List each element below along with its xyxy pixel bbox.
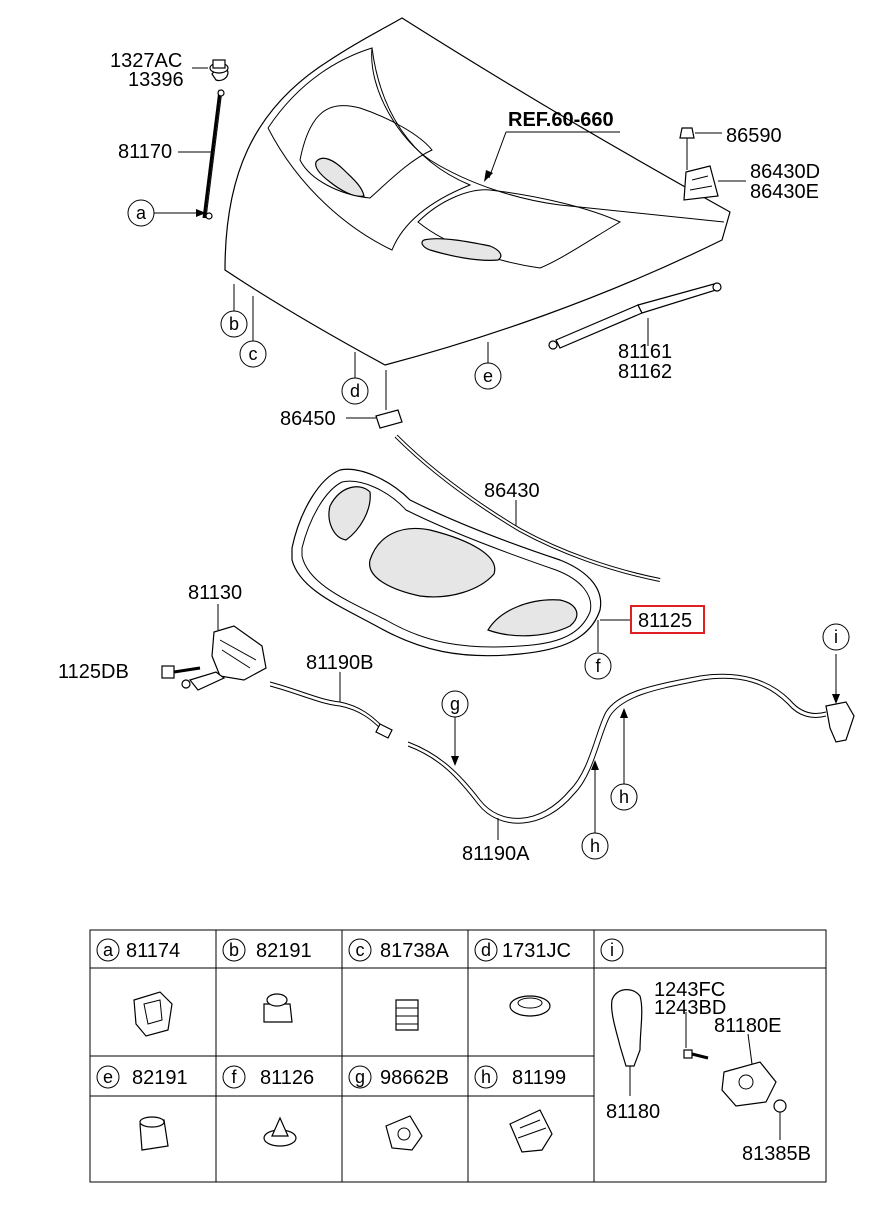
part-icon-81385b: [773, 1099, 787, 1140]
label-86450: 86450: [280, 408, 336, 430]
callout-b: b: [220, 284, 248, 338]
svg-text:c: c: [356, 940, 365, 960]
i-part-1243bd: 1243BD: [654, 997, 726, 1019]
callout-i: i: [822, 623, 850, 651]
bolt-1125db: [161, 665, 201, 679]
svg-text:a: a: [136, 203, 147, 223]
bracket-86430d: [683, 165, 746, 201]
svg-text:f: f: [231, 1067, 237, 1087]
svg-text:82191: 82191: [132, 1067, 188, 1089]
label-1327ac: 1327AC: [110, 50, 182, 72]
parts-table: a 81174 b 82191 c 81738A d 1731JC i e 82…: [89, 929, 827, 1183]
callout-a: a: [127, 199, 206, 227]
svg-text:i: i: [834, 627, 838, 647]
svg-text:h: h: [619, 787, 629, 807]
part-icon-81174: [133, 991, 173, 1037]
part-icon-82191-e: [139, 1116, 169, 1151]
svg-text:81126: 81126: [260, 1067, 314, 1089]
label-81190b: 81190B: [306, 652, 373, 674]
i-part-81180e: 81180E: [714, 1015, 781, 1037]
svg-text:81174: 81174: [126, 940, 180, 962]
label-81190a: 81190A: [462, 843, 530, 865]
table-cell-b: b 82191: [222, 938, 312, 962]
svg-text:g: g: [355, 1067, 365, 1087]
release-lever: [825, 654, 855, 743]
callout-g: g: [441, 690, 469, 766]
label-1125db: 1125DB: [58, 661, 129, 683]
label-81125: 81125: [638, 610, 692, 632]
svg-text:e: e: [103, 1067, 113, 1087]
i-part-81180: 81180: [606, 1101, 660, 1123]
hood-stay-rod: [202, 67, 229, 220]
svg-text:a: a: [103, 940, 114, 960]
hood-panel: [224, 17, 731, 366]
callout-d: d: [341, 352, 369, 405]
label-81130: 81130: [188, 582, 242, 604]
hood-latch: [181, 604, 267, 691]
grommet-1327ac: [209, 59, 229, 74]
svg-text:1731JC: 1731JC: [502, 940, 571, 962]
label-86430: 86430: [484, 480, 540, 502]
label-81162: 81162: [618, 361, 672, 383]
svg-text:i: i: [610, 940, 614, 960]
label-81161: 81161: [618, 341, 672, 363]
table-cell-a: a 81174: [96, 938, 180, 962]
svg-text:h: h: [590, 836, 600, 856]
part-icon-98662b: [385, 1115, 423, 1151]
bumper-86450: [346, 370, 403, 429]
svg-text:g: g: [450, 694, 460, 714]
label-86590: 86590: [726, 125, 782, 147]
table-cell-f: f 81126: [222, 1065, 314, 1089]
label-13396: 13396: [128, 69, 184, 91]
svg-text:c: c: [249, 344, 258, 364]
table-cell-h: h 81199: [474, 1065, 566, 1089]
label-86430d: 86430D: [750, 161, 820, 183]
svg-text:e: e: [483, 366, 493, 386]
callout-c: c: [239, 296, 267, 368]
label-ref: REF.60-660: [508, 109, 614, 131]
callout-h-lower: h: [581, 760, 609, 860]
part-icon-1243fc: [683, 1012, 709, 1060]
i-part-81385b: 81385B: [742, 1143, 811, 1165]
part-icon-81126: [263, 1116, 297, 1147]
svg-text:h: h: [481, 1067, 491, 1087]
cable-81190b: [269, 672, 393, 739]
part-icon-81738a: [395, 999, 419, 1031]
label-81170: 81170: [118, 141, 172, 163]
part-icon-1731jc: [509, 995, 551, 1017]
gas-lifter: [548, 282, 722, 350]
svg-text:82191: 82191: [256, 940, 312, 962]
part-icon-81180e: [721, 1033, 777, 1107]
cable-81190a: [407, 673, 827, 840]
svg-text:98662B: 98662B: [380, 1067, 449, 1089]
part-icon-81180: [611, 989, 643, 1096]
table-cell-e: e 82191: [96, 1065, 188, 1089]
callout-h-upper: h: [610, 708, 638, 811]
svg-text:81199: 81199: [512, 1067, 566, 1089]
hood-bumper-86590: [679, 127, 722, 170]
insulator-pad: [291, 468, 632, 657]
svg-text:81738A: 81738A: [380, 940, 450, 962]
callout-f: f: [584, 652, 612, 680]
part-icon-82191-b: [263, 993, 293, 1023]
label-86430e: 86430E: [750, 181, 819, 203]
callout-e: e: [474, 342, 502, 390]
table-cell-c: c 81738A: [348, 938, 450, 962]
highlight-box: [630, 605, 705, 634]
table-cell-d: d 1731JC: [474, 938, 571, 962]
i-part-1243fc: 1243FC: [654, 979, 725, 1001]
part-icon-81199: [509, 1109, 553, 1153]
svg-text:b: b: [229, 314, 239, 334]
svg-text:b: b: [229, 940, 239, 960]
svg-text:d: d: [481, 940, 491, 960]
weatherstrip-86430: [394, 434, 661, 582]
table-cell-g: g 98662B: [348, 1065, 449, 1089]
svg-text:f: f: [595, 656, 601, 676]
svg-text:d: d: [350, 381, 360, 401]
table-cell-i: i: [600, 938, 624, 962]
